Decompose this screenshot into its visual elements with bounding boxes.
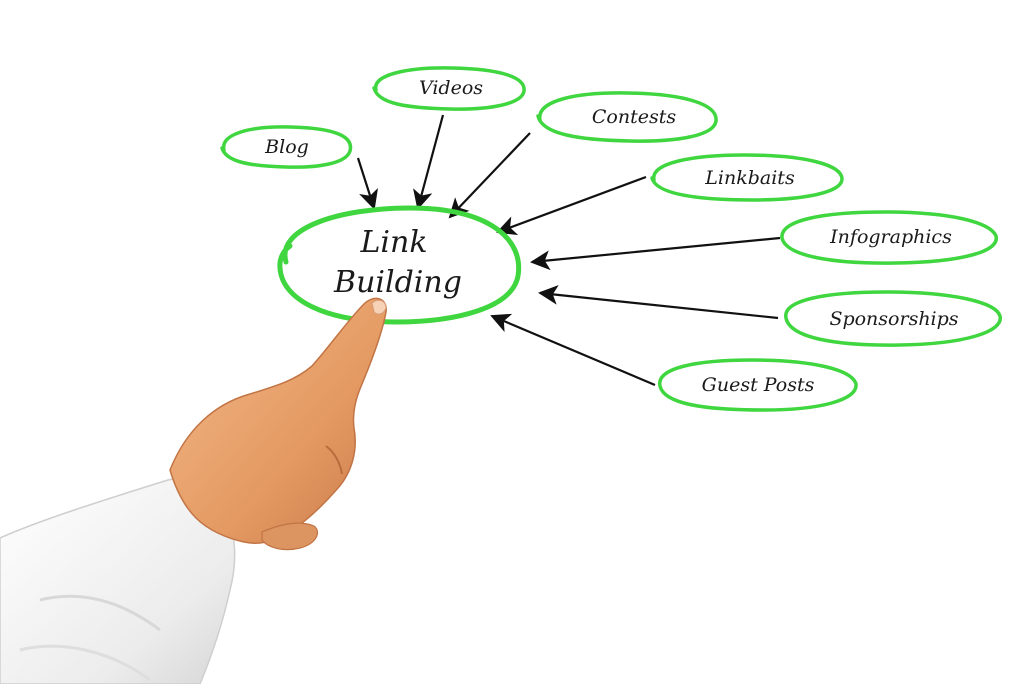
pointing-hand-illustration	[0, 297, 387, 684]
node-label-sponsorships: Sponsorships	[829, 308, 958, 330]
center-ellipse	[277, 205, 522, 325]
blog-ellipse	[220, 125, 353, 169]
node-label-guest-posts: Guest Posts	[702, 374, 815, 396]
guest-posts-ellipse	[658, 358, 858, 412]
node-label-infographics: Infographics	[829, 226, 952, 248]
thumb	[261, 522, 319, 551]
arrow-contests	[448, 132, 531, 219]
center-label-line2: Building	[333, 265, 462, 300]
sponsorships-ellipse	[784, 290, 1002, 347]
arrow-sponsorships	[538, 285, 779, 320]
hand	[169, 297, 387, 544]
node-label-blog: Blog	[264, 136, 309, 158]
arrow-infographics	[530, 236, 781, 271]
sleeve-fold-2	[19, 644, 151, 682]
node-label-contests: Contests	[592, 106, 676, 128]
node-label-videos: Videos	[419, 77, 483, 99]
videos-ellipse	[372, 66, 526, 111]
arrow-guest-posts	[490, 313, 656, 387]
infographics-ellipse	[780, 210, 998, 265]
arrows	[356, 114, 781, 387]
linkbaits-ellipse	[650, 153, 844, 202]
arrow-videos	[413, 114, 445, 210]
fingernail	[371, 299, 387, 315]
arrow-blog	[356, 157, 378, 210]
contests-ellipse	[536, 91, 718, 143]
knuckle-crease	[325, 445, 343, 475]
node-outlines	[220, 66, 1002, 412]
node-labels: Link Building Blog Videos Contests Linkb…	[264, 77, 959, 396]
sleeve-fold	[39, 594, 161, 632]
arrow-linkbaits	[496, 175, 647, 236]
node-label-linkbaits: Linkbaits	[704, 167, 795, 189]
center-label-line1: Link	[359, 225, 427, 260]
